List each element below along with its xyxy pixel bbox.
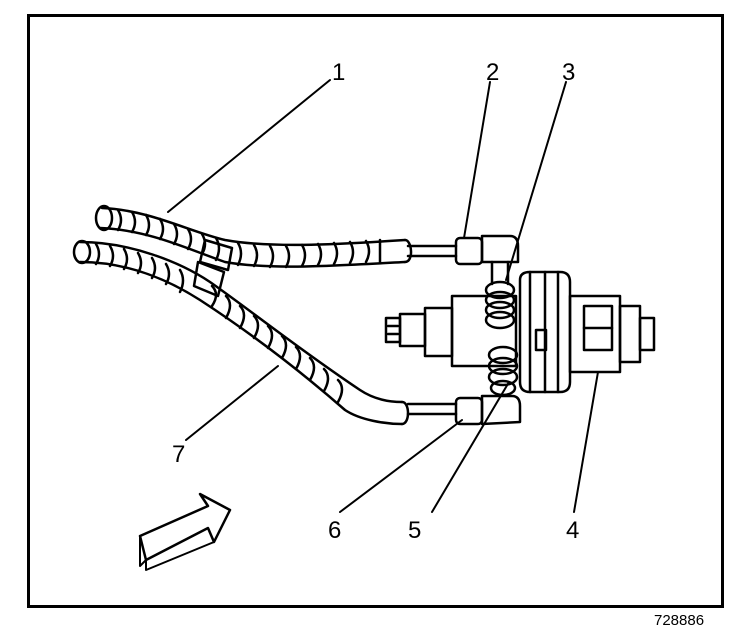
leader-lines [167, 79, 599, 513]
callout-3: 3 [562, 59, 575, 86]
figure-id: 728886 [654, 612, 705, 629]
lower-hose-connector [406, 394, 522, 426]
callout-2: 2 [486, 59, 499, 86]
upper-hose-connector [406, 234, 520, 266]
hose-clamp [198, 238, 234, 272]
callout-6: 6 [328, 517, 341, 544]
callout-1: 1 [332, 59, 345, 86]
figure-frame [27, 14, 724, 608]
lower-hose-sleeve [72, 239, 410, 426]
callout-5: 5 [408, 517, 421, 544]
direction-arrow-icon [138, 492, 232, 571]
lower-spring-clip [487, 345, 519, 397]
valve-body [384, 270, 656, 394]
upper-spring-clip [484, 260, 516, 330]
callout-4: 4 [566, 517, 579, 544]
upper-hose-sleeve [94, 204, 413, 269]
callout-7: 7 [172, 441, 185, 468]
